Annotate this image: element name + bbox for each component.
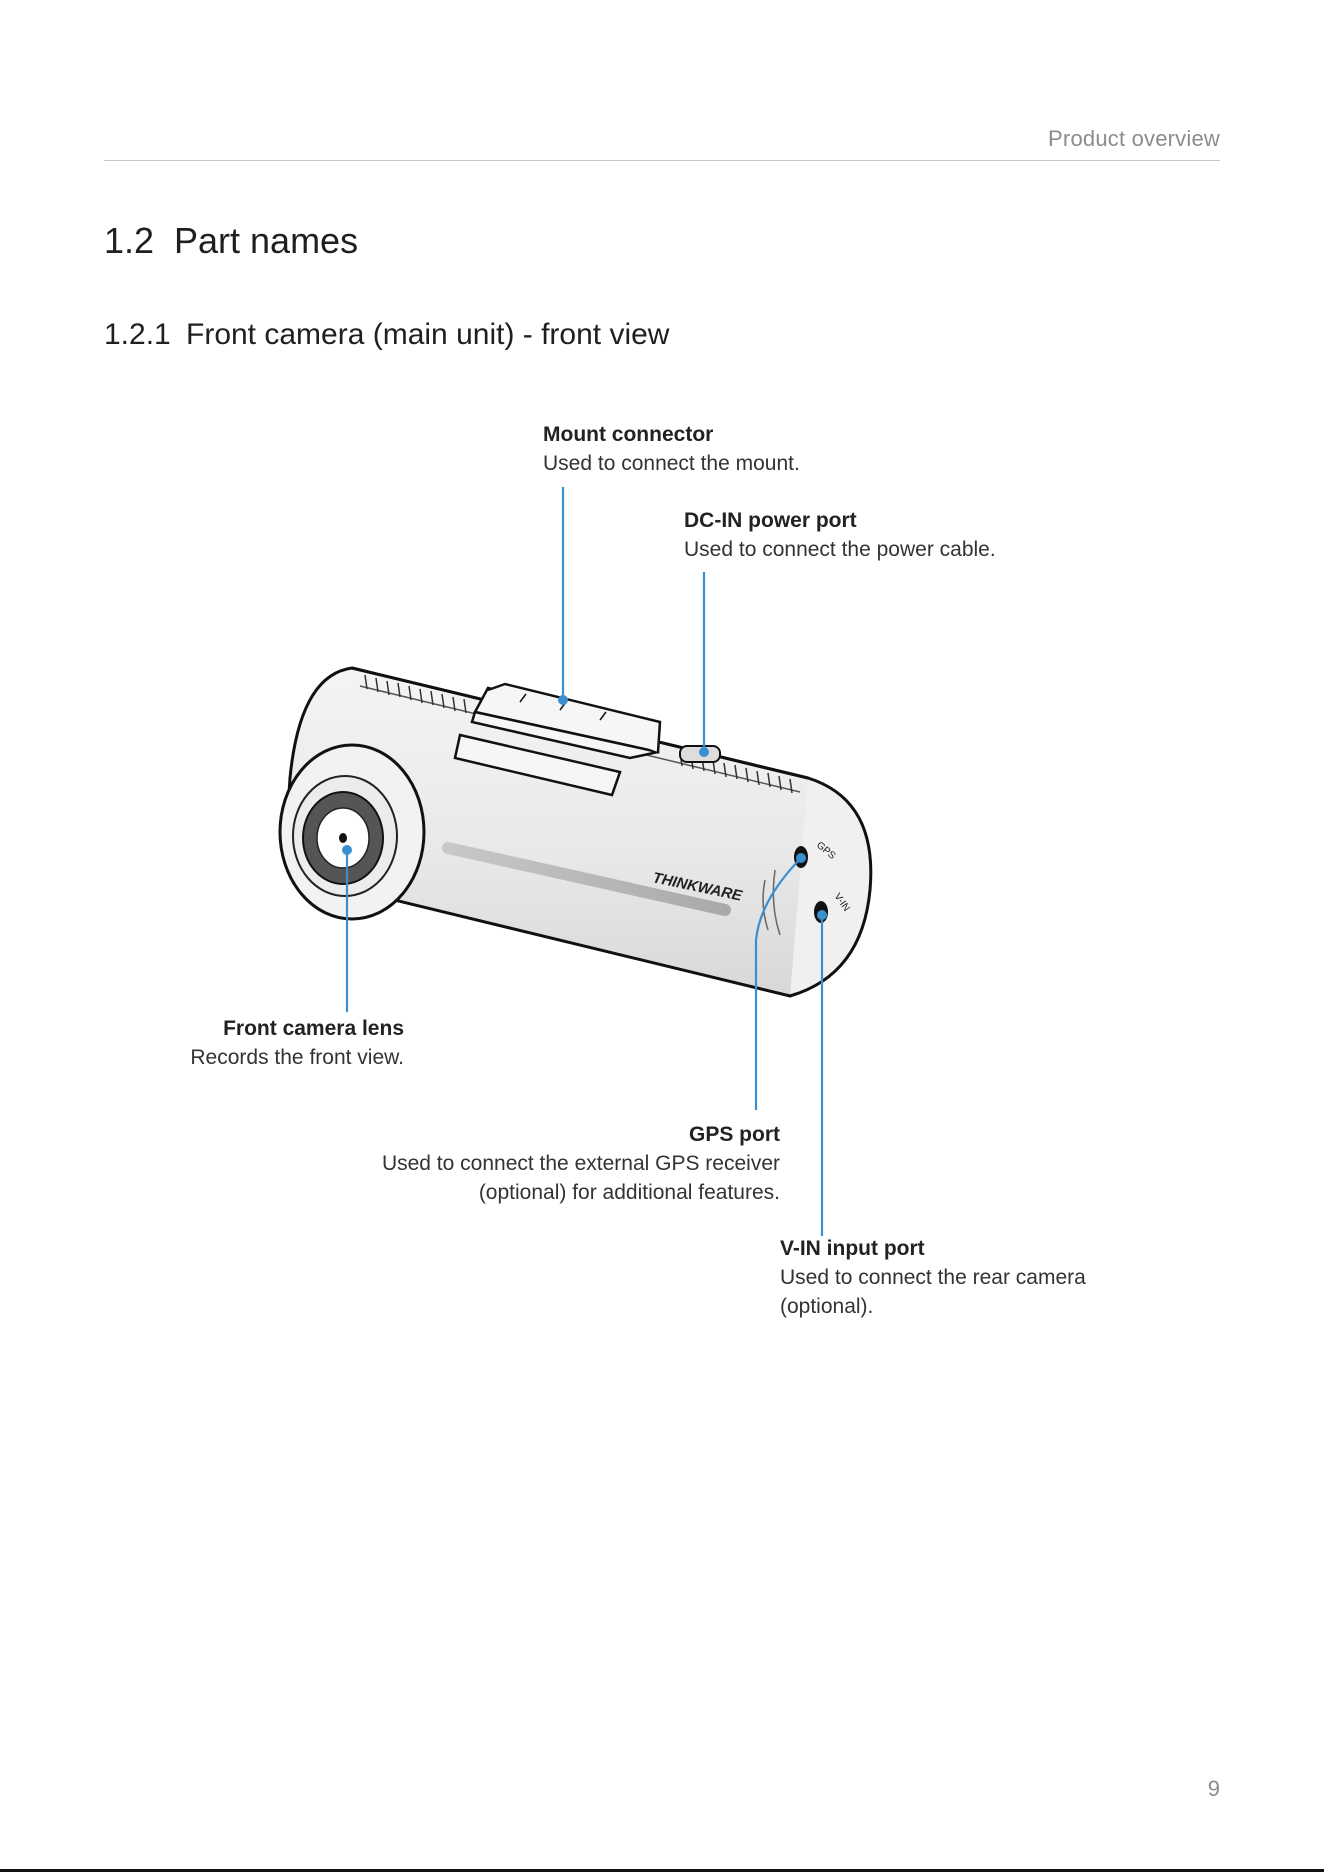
callout-title: DC-IN power port [684,509,857,532]
front-lens-part [278,743,426,921]
callout-description: Used to connect the power cable. [684,538,996,561]
leader-gps [754,857,802,1110]
section-title: Part names [174,220,359,261]
subsection-heading: 1.2.1 Front camera (main unit) - front vi… [104,318,669,352]
subsection-number: 1.2.1 [104,318,171,351]
callout-front-camera-lens: Front camera lens Records the front view… [190,1014,404,1072]
callout-dc-in-power-port: DC-IN power port Used to connect the pow… [684,506,996,564]
callout-gps-port: GPS port Used to connect the external GP… [382,1120,780,1207]
section-number: 1.2 [104,220,155,261]
callout-description: (optional) for additional features. [478,1181,780,1204]
callout-title: Mount connector [543,423,714,446]
callout-title: V-IN input port [780,1237,925,1260]
callout-description: Used to connect the mount. [543,452,800,475]
callout-description: (optional). [780,1295,874,1318]
subsection-title: Front camera (main unit) - front view [186,318,670,351]
header-rule [104,160,1220,161]
leader-lines [345,487,824,1236]
bottom-edge-bar [0,1869,1324,1872]
callout-mount-connector: Mount connector Used to connect the moun… [543,420,800,478]
side-stripe [442,842,731,916]
running-header: Product overview [1048,126,1220,151]
callout-description: Records the front view. [190,1046,404,1069]
callout-description: Used to connect the rear camera [780,1266,1086,1289]
page-number: 9 [1207,1776,1220,1801]
leader-dots [342,695,827,920]
callout-v-in-input-port: V-IN input port Used to connect the rear… [780,1234,1086,1321]
callout-title: GPS port [688,1123,780,1146]
section-heading: 1.2 Part names [104,220,358,262]
callout-description: Used to connect the external GPS receive… [381,1152,780,1175]
callout-title: Front camera lens [223,1017,404,1040]
mount-connector-part [453,682,662,797]
